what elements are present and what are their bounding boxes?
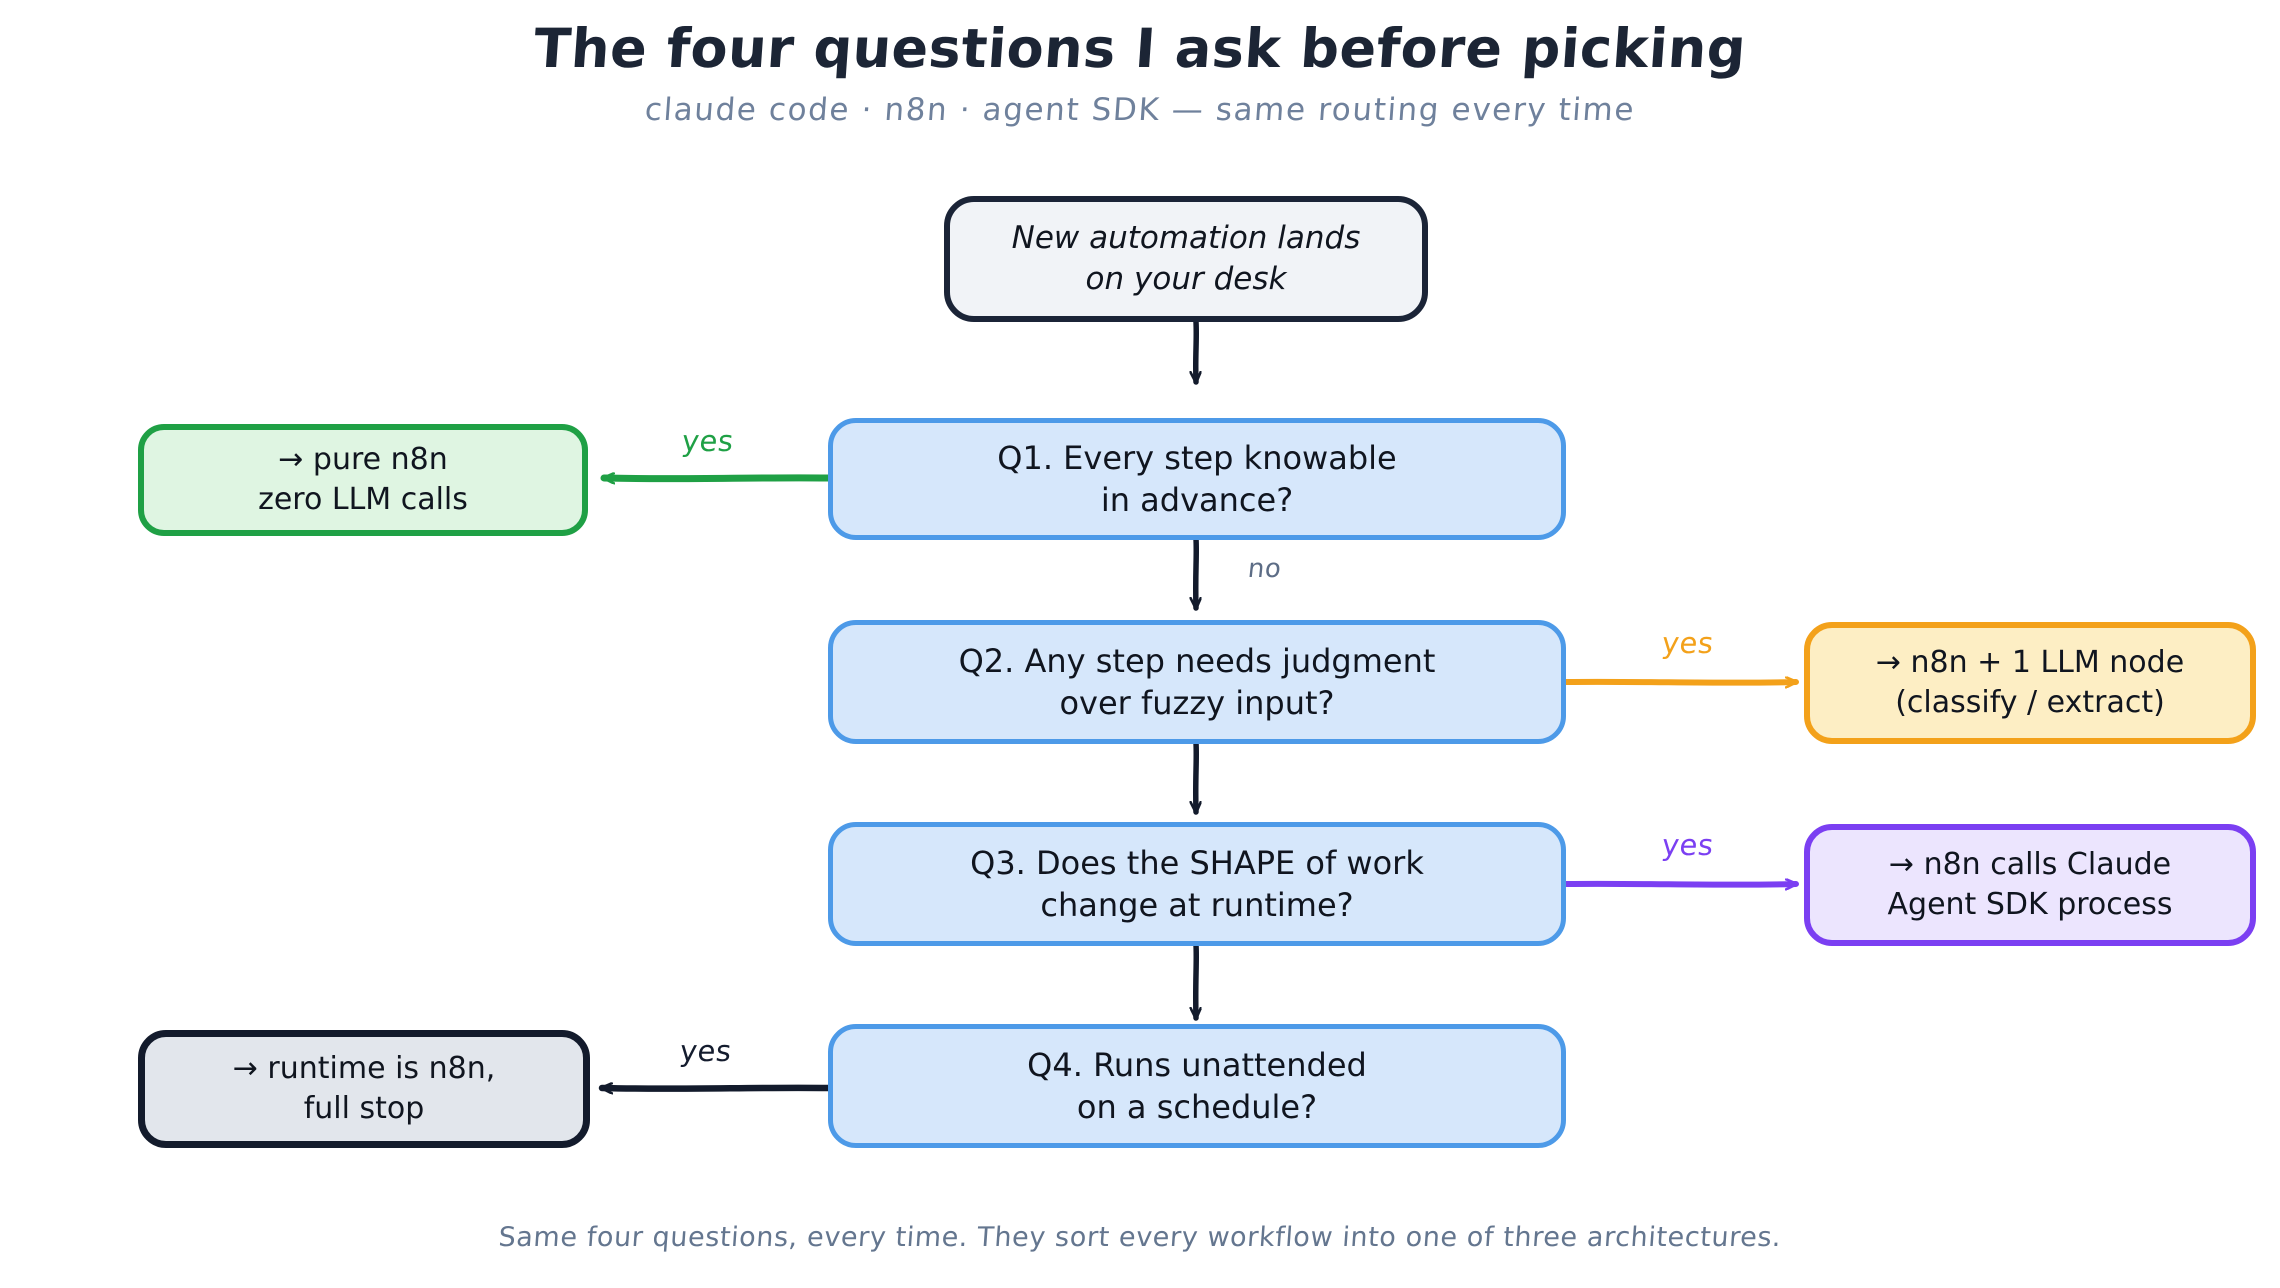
node-q4-line2: on a schedule? [1076,1088,1318,1126]
node-outcome-pure-n8n[interactable]: → pure n8n zero LLM calls [138,424,588,536]
edge-q2-to-q3 [1196,740,1197,815]
node-q3-line2: change at runtime? [1040,886,1354,924]
node-q4[interactable]: Q4. Runs unattended on a schedule? [828,1024,1566,1148]
edge-q1-to-q2 [1196,536,1197,611]
node-start[interactable]: New automation lands on your desk [944,196,1428,322]
node-start-line2: on your desk [1085,261,1287,297]
edge-label-q3-yes: yes [1660,828,1716,862]
node-outcome-agent-sdk[interactable]: → n8n calls Claude Agent SDK process [1804,824,2256,946]
node-q1[interactable]: Q1. Every step knowable in advance? [828,418,1566,540]
footer-caption: Same four questions, every time. They so… [497,1222,1783,1253]
node-q3[interactable]: Q3. Does the SHAPE of work change at run… [828,822,1566,946]
node-start-line1: New automation lands [1011,220,1361,257]
edge-q3-to-q4 [1196,942,1197,1021]
node-q2-line2: over fuzzy input? [1059,684,1335,722]
node-q1-line1: Q1. Every step knowable [997,438,1397,477]
node-q4-line1: Q4. Runs unattended [1027,1045,1367,1084]
node-outcome-llm-node[interactable]: → n8n + 1 LLM node (classify / extract) [1804,622,2256,744]
edge-q3-to-purple [1563,884,1799,885]
node-purple-line1: → n8n calls Claude [1888,847,2172,883]
node-dark-line1: → runtime is n8n, [232,1051,496,1087]
node-q2-line1: Q2. Any step needs judgment [958,641,1436,680]
edge-q1-to-green [600,478,832,479]
node-green-line1: → pure n8n [278,442,448,478]
edge-label-q2-yes: yes [1660,626,1716,660]
node-green-line2: zero LLM calls [258,482,468,517]
node-dark-line2: full stop [303,1091,425,1126]
node-q2[interactable]: Q2. Any step needs judgment over fuzzy i… [828,620,1566,744]
node-q3-line1: Q3. Does the SHAPE of work [970,843,1424,882]
node-q1-line2: in advance? [1100,481,1294,519]
header: The four questions I ask before picking … [0,0,2280,128]
edge-start-to-q1 [1196,319,1197,385]
edge-label-q1-yes: yes [680,424,736,458]
edge-label-q4-yes: yes [678,1034,734,1068]
page-subtitle: claude code · n8n · agent SDK — same rou… [643,92,1637,129]
node-orange-line1: → n8n + 1 LLM node [1875,645,2185,681]
node-outcome-runtime-n8n[interactable]: → runtime is n8n, full stop [138,1030,590,1148]
edge-label-q1-no: no [1246,554,1283,584]
node-purple-line2: Agent SDK process [1887,887,2173,922]
edge-q4-to-dark [598,1088,832,1089]
edge-q2-to-orange [1563,682,1799,683]
page-title: The four questions I ask before picking [531,17,1749,80]
node-orange-line2: (classify / extract) [1895,685,2165,720]
